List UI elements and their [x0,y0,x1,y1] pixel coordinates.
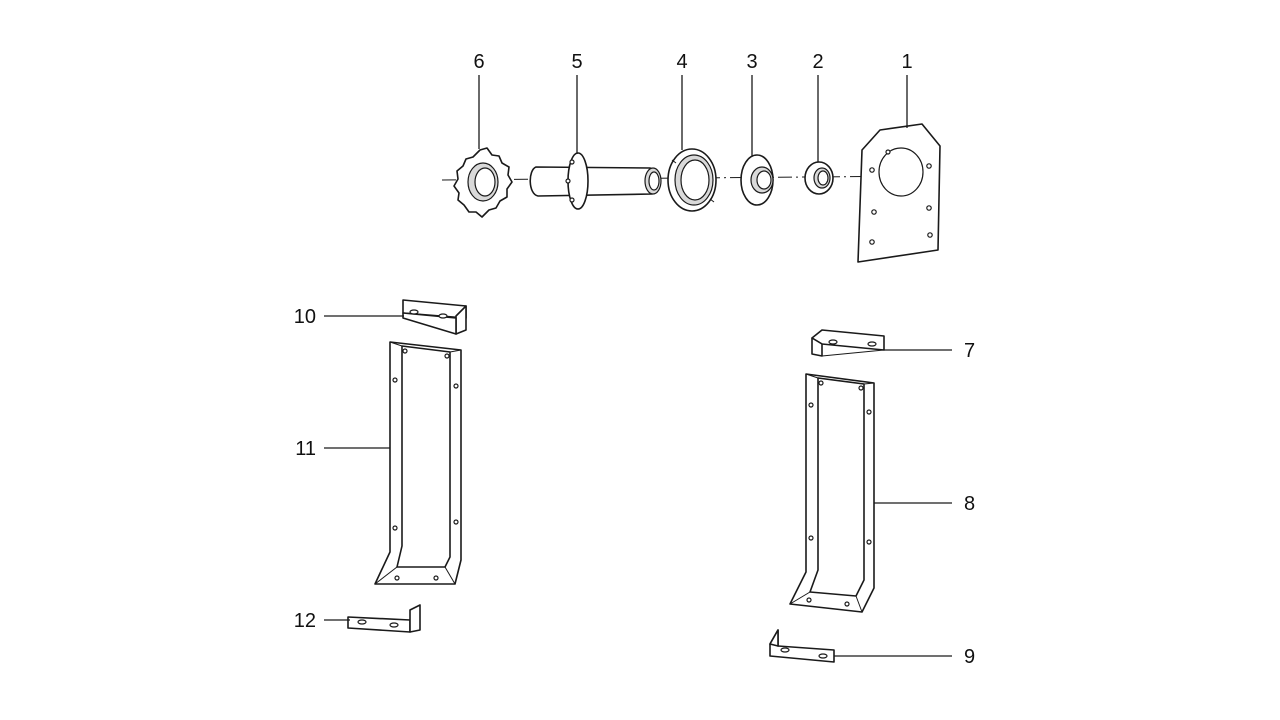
part-7-angle-bracket [811,329,885,357]
callout-3: 3 [746,51,757,73]
part-6-sprocket [453,147,513,218]
part-4-bearing-ring [667,148,717,212]
callout-8: 8 [964,493,975,515]
callout-9: 9 [964,646,975,668]
callout-5: 5 [571,51,582,73]
part-10-angle-bracket [402,299,467,335]
part-2-washer [804,161,834,195]
part-11-u-channel [374,341,462,585]
callout-12: 12 [294,610,316,632]
callout-1: 1 [901,51,912,73]
callout-7: 7 [964,340,975,362]
callout-10: 10 [294,306,316,328]
callout-11: 11 [295,438,316,460]
callout-6: 6 [473,51,484,73]
part-1-mounting-plate [857,123,941,263]
part-12-angle-bracket [347,604,421,633]
callout-2: 2 [812,51,823,73]
part-8-u-channel [789,373,875,613]
callout-4: 4 [676,51,687,73]
part-5-flanged-sleeve [529,152,662,210]
part-9-angle-bracket [769,629,835,663]
part-3-flanged-bushing [740,154,774,206]
